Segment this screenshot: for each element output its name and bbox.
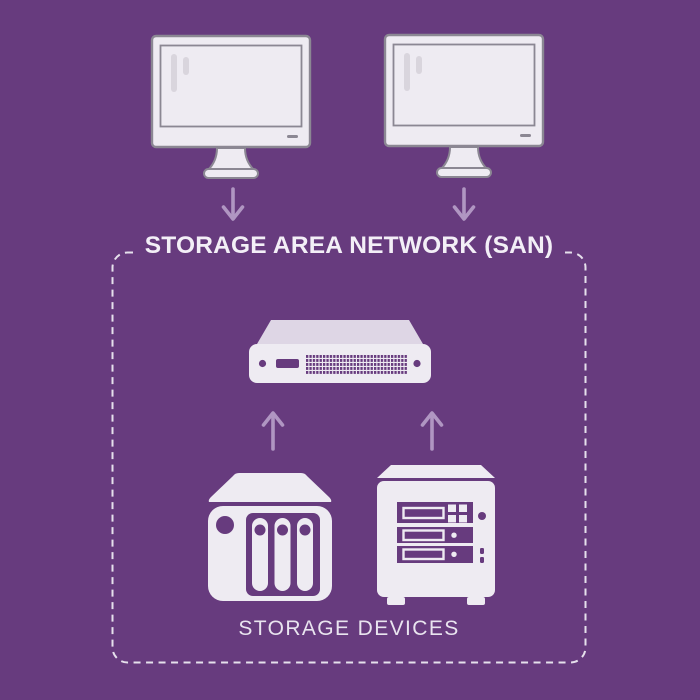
storage-devices-label: STORAGE DEVICES (238, 617, 460, 640)
arrow-down-icon (221, 187, 245, 221)
nas-enclosure-icon (208, 473, 332, 601)
client-computer-2 (383, 33, 545, 184)
storage-device-2 (377, 465, 495, 612)
arrow-up-icon (261, 411, 285, 451)
nas-tower-icon (377, 465, 495, 605)
storage-device-1 (208, 473, 332, 606)
san-switch (249, 320, 431, 388)
san-boundary-box (111, 251, 587, 664)
desktop-monitor-icon (383, 33, 545, 178)
desktop-monitor-icon (150, 34, 312, 179)
client-computer-1 (150, 34, 312, 185)
network-switch-icon (249, 320, 431, 383)
san-title: STORAGE AREA NETWORK (SAN) (111, 230, 587, 265)
san-title-text: STORAGE AREA NETWORK (SAN) (132, 230, 566, 262)
arrow-down-icon (452, 187, 476, 221)
arrow-up-icon (420, 411, 444, 451)
